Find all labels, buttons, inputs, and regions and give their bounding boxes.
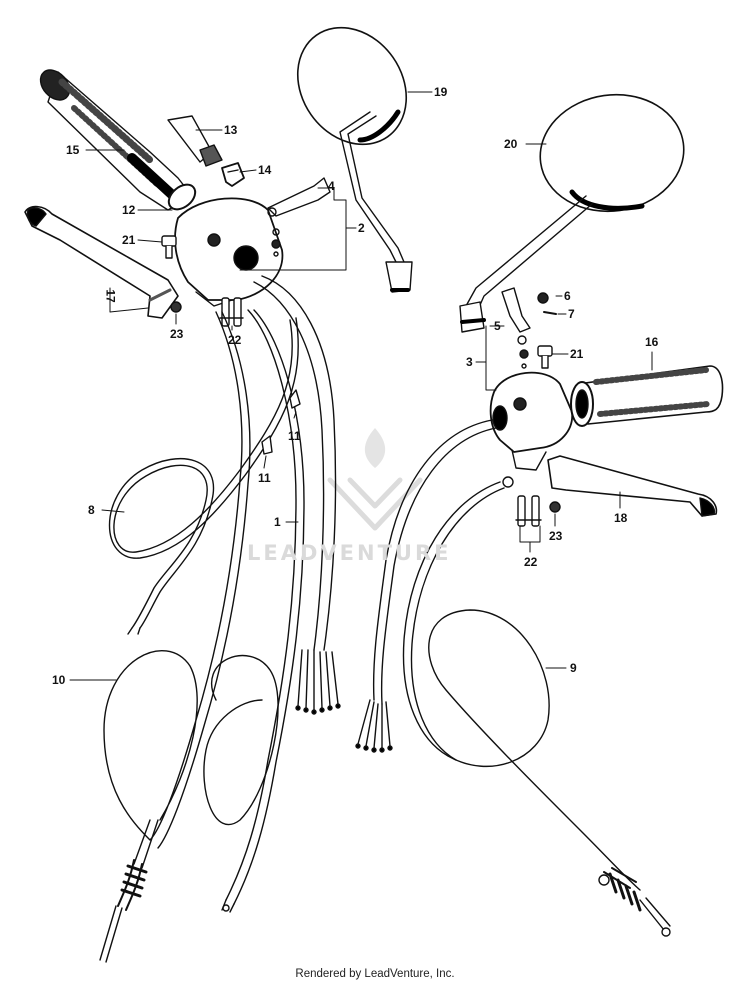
watermark-text: LEADVENTURE (247, 541, 452, 565)
callout-16: 16 (645, 335, 659, 349)
callout-15: 15 (66, 143, 80, 157)
part-7-screw (543, 311, 557, 315)
part-22-left-pins (219, 297, 244, 327)
part-5-bracket (501, 287, 531, 369)
part-23-right-nut (549, 501, 561, 513)
part-23-left-nut (170, 301, 182, 313)
part-11-clips (261, 389, 301, 455)
cable-11-left (203, 309, 305, 913)
callout-leader-lines (69, 91, 653, 681)
callout-23-left: 23 (170, 327, 184, 341)
right-mirror (459, 93, 685, 333)
watermark-logo-icon (327, 428, 423, 531)
right-wire-harness (355, 419, 497, 753)
callout-17: 17 (103, 289, 118, 303)
callout-12: 12 (122, 203, 136, 217)
callout-3: 3 (466, 355, 473, 369)
callout-13: 13 (224, 123, 238, 137)
callout-1: 1 (274, 515, 281, 529)
callout-22-left: 22 (228, 333, 242, 347)
callout-11-lower: 11 (258, 471, 271, 485)
callout-5: 5 (494, 319, 501, 333)
left-lever (24, 205, 179, 319)
part-6-nut (537, 292, 549, 304)
callout-4: 4 (328, 179, 335, 193)
callout-20: 20 (504, 137, 518, 151)
right-lever (547, 455, 718, 517)
part-22-right-pins (515, 495, 542, 527)
right-cable-end (502, 476, 514, 488)
callout-18: 18 (614, 511, 628, 525)
callout-8: 8 (88, 503, 95, 517)
cable-8 (108, 317, 299, 635)
callout-21-right: 21 (570, 347, 584, 361)
callout-11-upper: 11 (288, 429, 301, 443)
callout-7: 7 (568, 307, 575, 321)
part-14-clip (221, 162, 245, 187)
left-mirror (296, 26, 413, 293)
cable-10 (99, 311, 251, 963)
part-4-bracket (267, 177, 331, 257)
callout-23-right: 23 (549, 529, 563, 543)
part-21-right-bolt (537, 345, 553, 369)
part-21-left-bolt (161, 235, 177, 259)
callout-6: 6 (564, 289, 571, 303)
callout-22-right: 22 (524, 555, 538, 569)
left-switch-housing (174, 197, 284, 307)
right-grip (570, 365, 724, 427)
callout-19: 19 (434, 85, 448, 99)
cable-9 (402, 481, 671, 937)
wire-harness-1 (253, 275, 341, 715)
part-13-plate (167, 115, 223, 167)
callout-2: 2 (358, 221, 365, 235)
callout-14: 14 (258, 163, 272, 177)
left-grip (39, 69, 197, 211)
footer-credit: Rendered by LeadVenture, Inc. (295, 968, 455, 980)
callout-10: 10 (52, 673, 66, 687)
right-switch-housing (489, 371, 573, 471)
callout-9: 9 (570, 661, 577, 675)
callout-21-left: 21 (122, 233, 136, 247)
